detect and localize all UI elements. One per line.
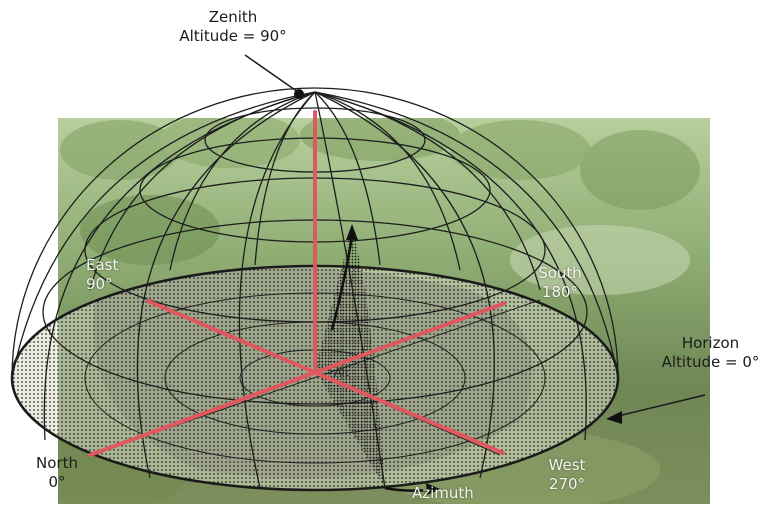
east-label: East 90° (86, 256, 118, 294)
north-label: North 0° (30, 454, 84, 492)
horizon-label: Horizon Altitude = 0° (640, 334, 781, 372)
east-title: East (86, 256, 119, 274)
west-value: 270° (548, 475, 586, 493)
zenith-value: Altitude = 90° (179, 27, 287, 45)
horizon-pointer-icon (606, 394, 706, 424)
altitude-label: Alt (334, 366, 349, 379)
horizon-value: Altitude = 0° (661, 353, 760, 371)
north-title: North (36, 454, 78, 472)
north-south-axis (88, 301, 507, 457)
horizon-title: Horizon (681, 334, 740, 352)
azimuth-arrow-icon (384, 483, 440, 495)
altitude-arrow-icon (330, 224, 358, 331)
red-axes (88, 110, 507, 457)
south-label: South 180° (526, 264, 594, 302)
azimuth-label: Azimuth (412, 484, 474, 502)
zenith-title: Zenith (208, 8, 258, 26)
east-west-axis (146, 299, 505, 455)
south-value: 180° (541, 283, 579, 301)
north-value: 0° (48, 473, 66, 491)
zenith-pointer-icon (244, 54, 304, 99)
east-value: 90° (86, 275, 113, 293)
zenith-label: Zenith Altitude = 90° (158, 8, 308, 46)
south-title: South (538, 264, 582, 282)
west-title: West (548, 456, 586, 474)
west-label: West 270° (538, 456, 596, 494)
